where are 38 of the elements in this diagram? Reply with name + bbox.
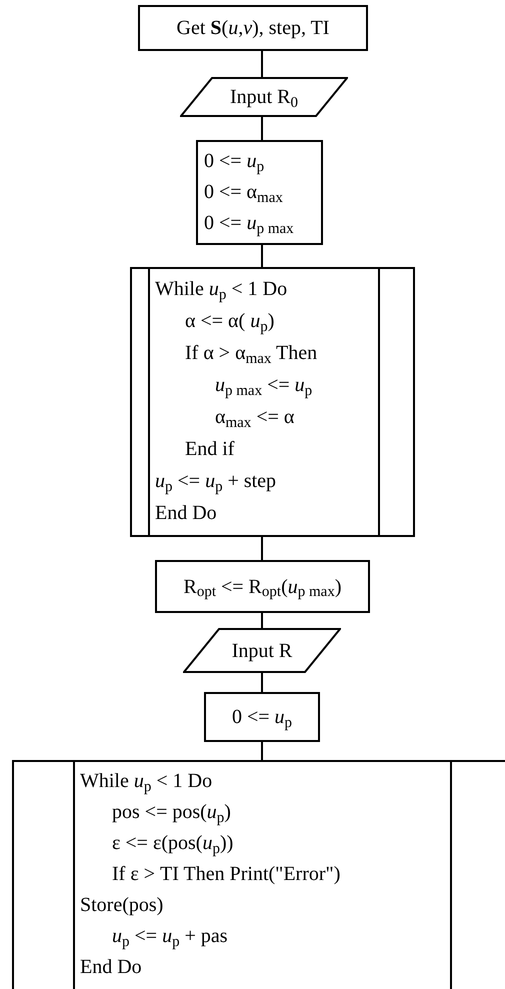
- connector-line: [261, 673, 263, 692]
- process-box: [204, 692, 320, 742]
- connector-line: [261, 51, 263, 77]
- code-line: While u$_{p}$ < 1 Do: [155, 278, 288, 300]
- code-line: R$_{opt}$ <= R$_{opt}$(u$_{p max}$): [183, 574, 342, 602]
- code-line: If α > α$_{max}$ Then: [185, 342, 318, 364]
- code-line: While u$_{p}$ < 1 Do: [80, 770, 212, 792]
- code-line: 0 <= α$_{max}$: [204, 180, 283, 208]
- code-line: ε <= ε(pos(u$_{p}$)): [112, 832, 234, 854]
- code-line: End Do: [80, 956, 142, 978]
- code-line: End if: [185, 438, 234, 460]
- connector-line: [261, 245, 263, 267]
- code-line: pos <= pos(u$_{p}$): [112, 801, 231, 823]
- code-line: End Do: [155, 502, 217, 524]
- connector-line: [261, 613, 263, 628]
- code-line: α$_{max}$ <= α: [215, 406, 294, 428]
- loop-box: [130, 267, 415, 537]
- code-line: Input R: [232, 638, 292, 664]
- code-line: Get S(u,v), step, TI: [176, 16, 330, 41]
- connector-line: [261, 742, 263, 760]
- code-line: 0 <= u$_{p}$: [204, 149, 264, 177]
- code-line: 0 <= u$_{p max}$: [204, 211, 294, 239]
- code-line: u$_{p max}$ <= u$_{p}$: [215, 374, 312, 396]
- process-box: [155, 560, 370, 613]
- loop-box: [12, 760, 505, 989]
- connector-line: [261, 537, 263, 560]
- code-line: Input R$_{0}$: [230, 85, 298, 112]
- input-parallelogram: [183, 628, 341, 673]
- process-box: [138, 5, 368, 51]
- code-line: Store(pos): [80, 894, 164, 916]
- process-box: [196, 140, 323, 245]
- code-line: u$_{p}$ <= u$_{p}$ + step: [155, 470, 276, 492]
- code-line: α <= α( u$_{p}$): [185, 310, 274, 332]
- connector-line: [261, 117, 263, 140]
- input-parallelogram: [180, 77, 348, 117]
- code-line: u$_{p}$ <= u$_{p}$ + pas: [112, 925, 228, 947]
- code-line: 0 <= u$_{p}$: [232, 705, 292, 732]
- code-line: If ε > TI Then Print("Error"): [112, 863, 340, 885]
